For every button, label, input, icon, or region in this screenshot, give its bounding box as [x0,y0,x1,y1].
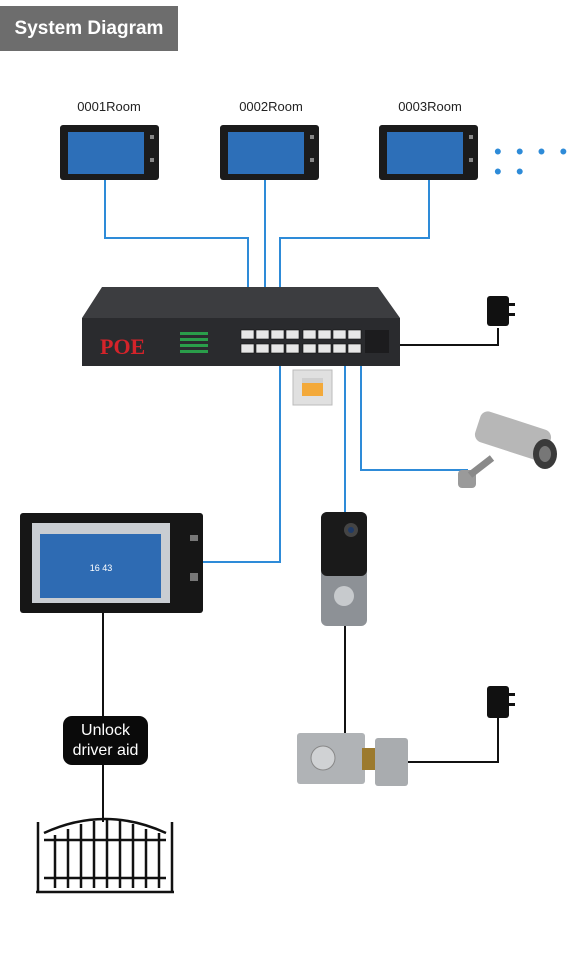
network-cables [104,180,468,563]
door-station [321,512,367,626]
switch-brand-text: POE [100,334,145,359]
power-adapter-icon [487,296,515,326]
more-rooms-indicator: • • • • • • [494,139,572,184]
unlock-caption-line1: Unlock [81,721,130,739]
cable-main-monitor [203,350,281,563]
unlock-caption-line2: driver aid [72,741,139,759]
electric-lock-icon [297,733,408,786]
switch-ports [240,329,362,354]
room-label-0002: 0002Room [239,99,303,114]
switch-leds [180,332,208,353]
cable-room-0001 [104,180,249,330]
room-label-0001: 0001Room [77,99,141,114]
room-label-0003: 0003Room [398,99,462,114]
room-monitor-0001 [60,125,159,180]
page-title: System Diagram [0,6,178,51]
wire-switch-power [400,328,499,346]
room-monitor-0002 [220,125,319,180]
cable-room-0003 [279,180,430,330]
main-indoor-monitor: 16 43 [20,513,203,613]
unlock-caption: Unlock driver aid [63,716,148,765]
wire-lock-power [408,718,499,763]
power-wires [102,328,499,822]
power-adapter-icon [487,686,515,718]
room-monitor-0003 [379,125,478,180]
cable-camera [360,352,468,471]
rj45-port-icon [292,369,333,406]
poe-switch [82,287,400,366]
gate-icon [36,817,174,894]
monitor-clock: 16 43 [90,563,113,573]
cctv-camera-icon [458,411,557,488]
